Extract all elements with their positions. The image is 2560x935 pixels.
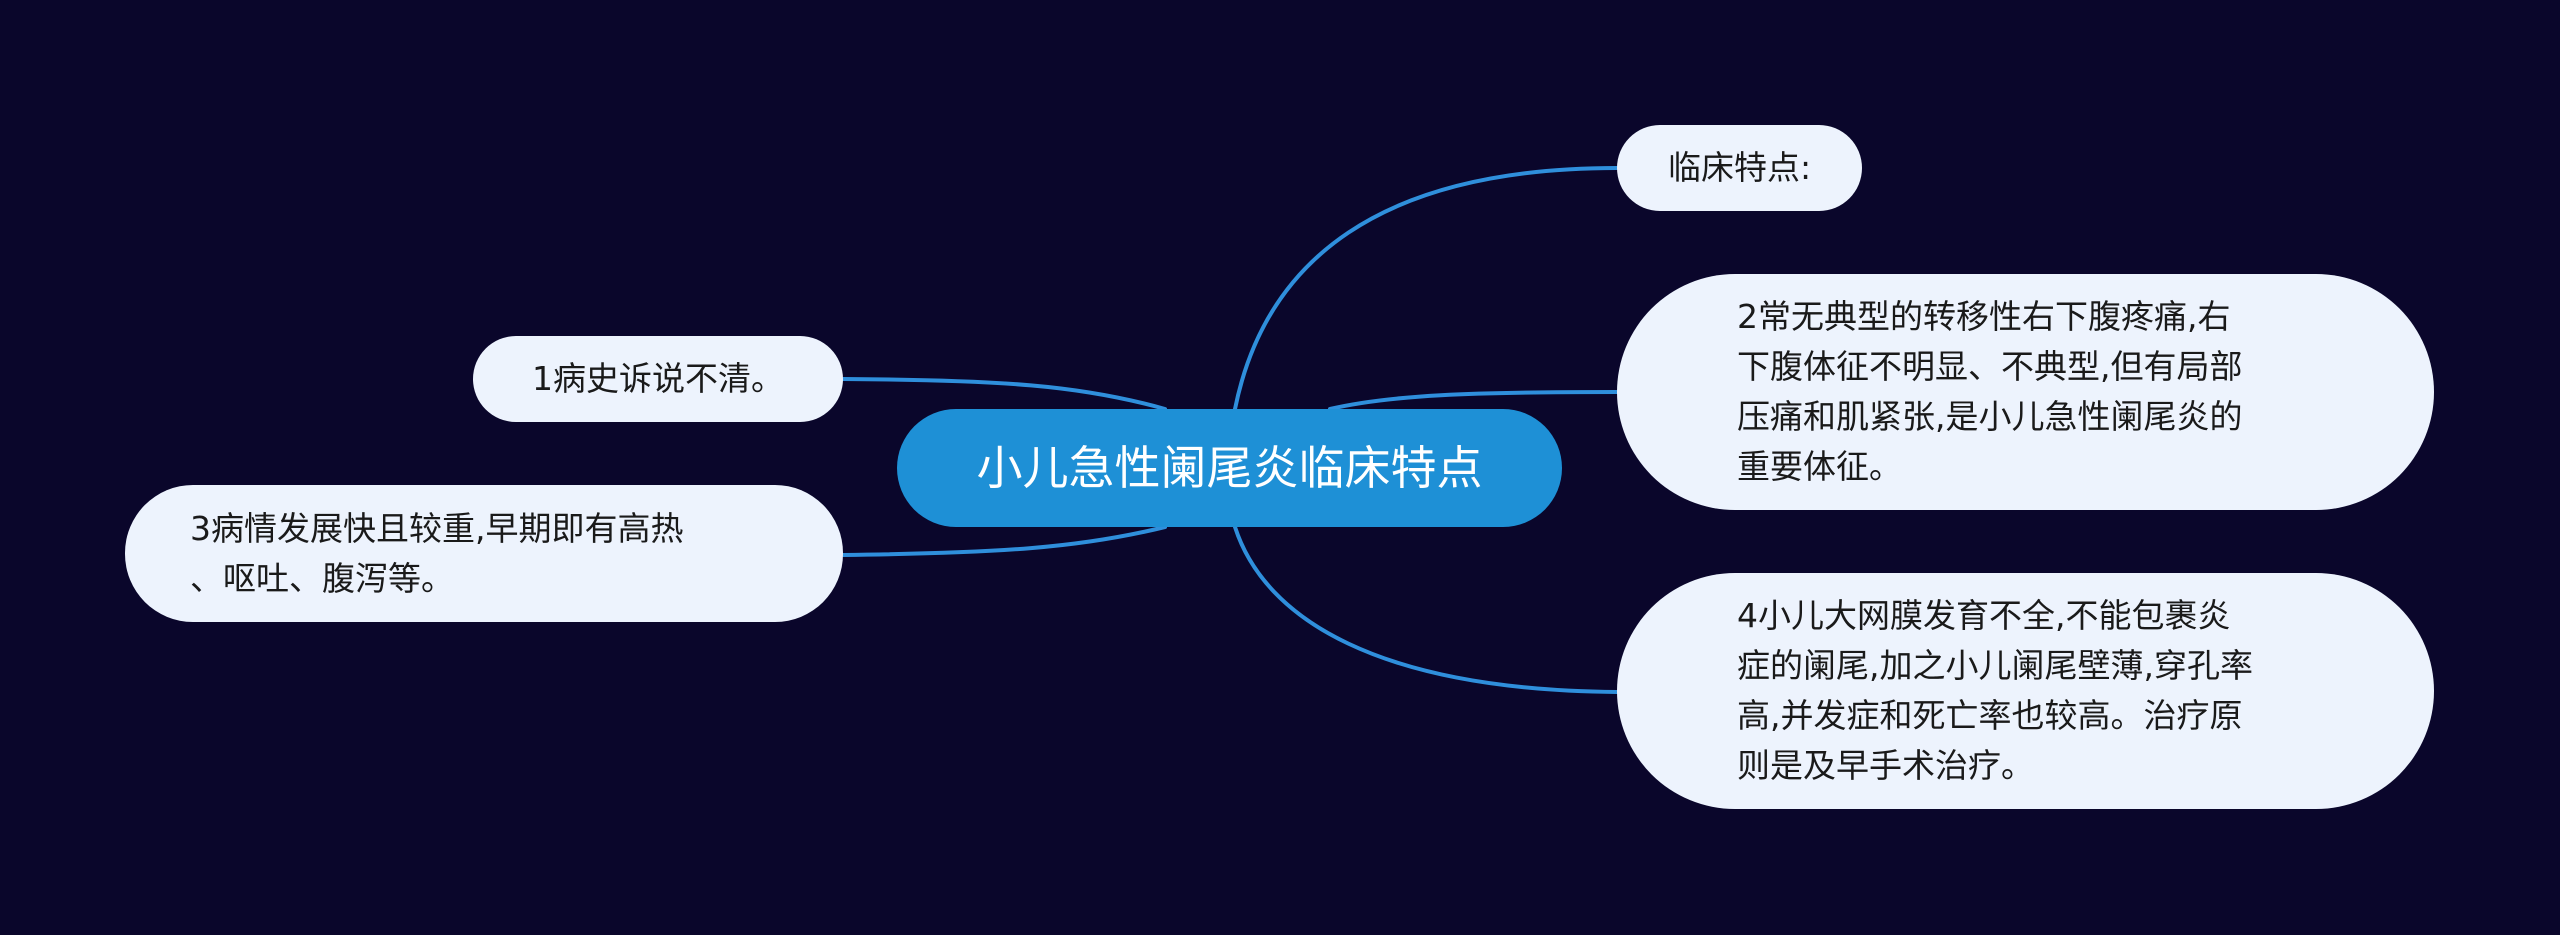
- branch-omentum-treatment[interactable]: 4小儿大网膜发育不全,不能包裹炎 症的阑尾,加之小儿阑尾壁薄,穿孔率 高,并发症…: [1617, 573, 2434, 809]
- branch-pain-signs[interactable]: 2常无典型的转移性右下腹疼痛,右 下腹体征不明显、不典型,但有局部 压痛和肌紧张…: [1617, 274, 2434, 510]
- central-topic[interactable]: 小儿急性阑尾炎临床特点: [897, 409, 1562, 527]
- branch-history-label: 1病史诉说不清。: [532, 359, 784, 398]
- branch-progression[interactable]: 3病情发展快且较重,早期即有高热 、呕吐、腹泻等。: [125, 485, 843, 622]
- link-clinical: [1233, 166, 1619, 411]
- branch-pain-signs-label: 2常无典型的转移性右下腹疼痛,右 下腹体征不明显、不典型,但有局部 压痛和肌紧张…: [1737, 297, 2243, 486]
- branch-progression-label: 3病情发展快且较重,早期即有高热 、呕吐、腹泻等。: [190, 508, 684, 598]
- link-omentum: [1233, 525, 1619, 694]
- branch-history[interactable]: 1病史诉说不清。: [473, 336, 843, 422]
- branch-omentum-treatment-label: 4小儿大网膜发育不全,不能包裹炎 症的阑尾,加之小儿阑尾壁薄,穿孔率 高,并发症…: [1737, 596, 2253, 785]
- branch-clinical-features-label: 临床特点:: [1667, 148, 1812, 187]
- link-progress: [841, 525, 1167, 557]
- branch-clinical-features[interactable]: 临床特点:: [1617, 125, 1862, 211]
- link-pain: [1328, 390, 1619, 411]
- link-history: [841, 377, 1167, 411]
- central-topic-label: 小儿急性阑尾炎临床特点: [976, 441, 1483, 495]
